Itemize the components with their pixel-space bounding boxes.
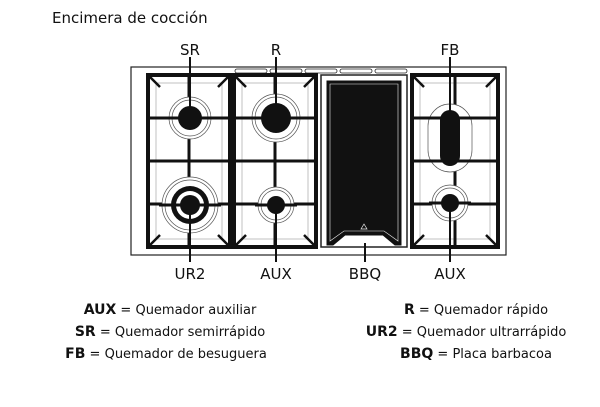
label-aux-left: AUX bbox=[260, 265, 292, 283]
label-aux-right: AUX bbox=[434, 265, 466, 283]
bbq-griddle bbox=[320, 74, 408, 248]
legend-item-aux: AUX = Quemador auxiliar bbox=[83, 302, 257, 318]
legend-item-sr: SR = Quemador semirrápido bbox=[74, 324, 266, 340]
control-strip bbox=[234, 68, 408, 74]
legend-item-fb: FB = Quemador de besuguera bbox=[65, 346, 267, 362]
label-fb: FB bbox=[441, 41, 460, 59]
label-ur2: UR2 bbox=[175, 265, 206, 283]
legend-item-bbq: BBQ = Placa barbacoa bbox=[400, 346, 552, 362]
leader-lines bbox=[189, 57, 451, 262]
label-r: R bbox=[271, 41, 281, 59]
label-bbq: BBQ bbox=[349, 265, 381, 283]
legend-item-ur2: UR2 = Quemador ultrarrápido bbox=[365, 324, 567, 340]
warning-icon bbox=[360, 223, 368, 230]
diagram-title: Encimera de cocción bbox=[52, 9, 208, 27]
legend-item-r: R = Quemador rápido bbox=[403, 302, 549, 318]
label-sr: SR bbox=[180, 41, 200, 59]
